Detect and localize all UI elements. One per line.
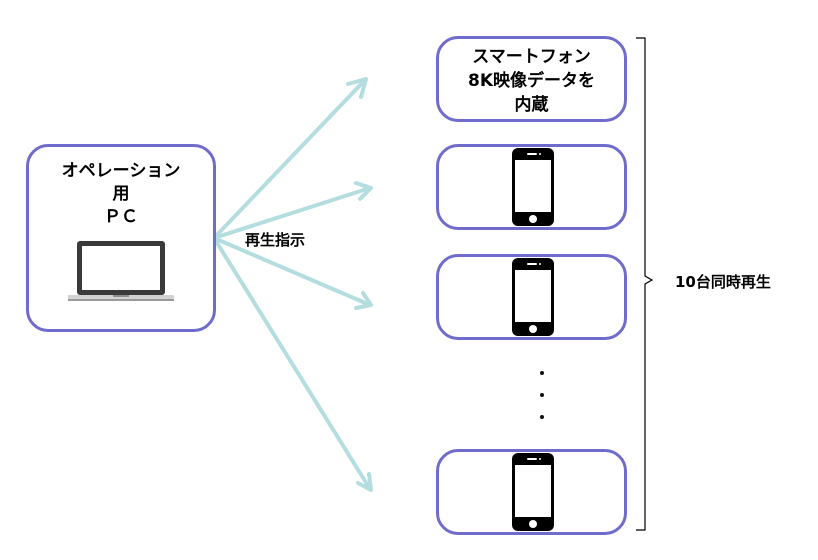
pc-title-line-3: ＰＣ: [104, 207, 138, 227]
arrow-to-phone-1: [212, 181, 373, 240]
ellipsis-dot: [540, 393, 544, 397]
smartphone-icon: [512, 453, 554, 531]
operation-pc-box: オペレーション 用 ＰＣ: [26, 144, 216, 332]
laptop-icon: [68, 241, 174, 301]
smartphone-title-line-3: 内蔵: [514, 95, 549, 115]
arrow-to-phone-last: [212, 236, 373, 492]
ellipsis-dot: [540, 415, 544, 419]
arrow-to-smartphone-header: [212, 77, 368, 240]
operation-pc-title: オペレーション 用 ＰＣ: [29, 160, 213, 229]
pc-title-line-2: 用: [112, 184, 130, 204]
smartphone-icon: [512, 258, 554, 336]
phone-box-2: [436, 254, 627, 340]
pc-title-line-1: オペレーション: [61, 161, 181, 181]
phone-box-last: [436, 449, 627, 535]
smartphone-icon: [512, 148, 554, 226]
arrow-to-phone-2: [212, 236, 373, 310]
smartphone-title-line-1: スマートフォン: [472, 47, 591, 67]
playback-command-label: 再生指示: [245, 231, 306, 249]
ellipsis-dot: [540, 371, 544, 375]
group-brace: [636, 37, 654, 531]
smartphone-header-title: スマートフォン 8K映像データを 内蔵: [439, 45, 624, 117]
smartphone-title-line-2: 8K映像データを: [467, 71, 595, 91]
phone-box-1: [436, 144, 627, 230]
simultaneous-playback-label: 10台同時再生: [675, 273, 771, 291]
smartphone-header-box: スマートフォン 8K映像データを 内蔵: [436, 36, 627, 122]
